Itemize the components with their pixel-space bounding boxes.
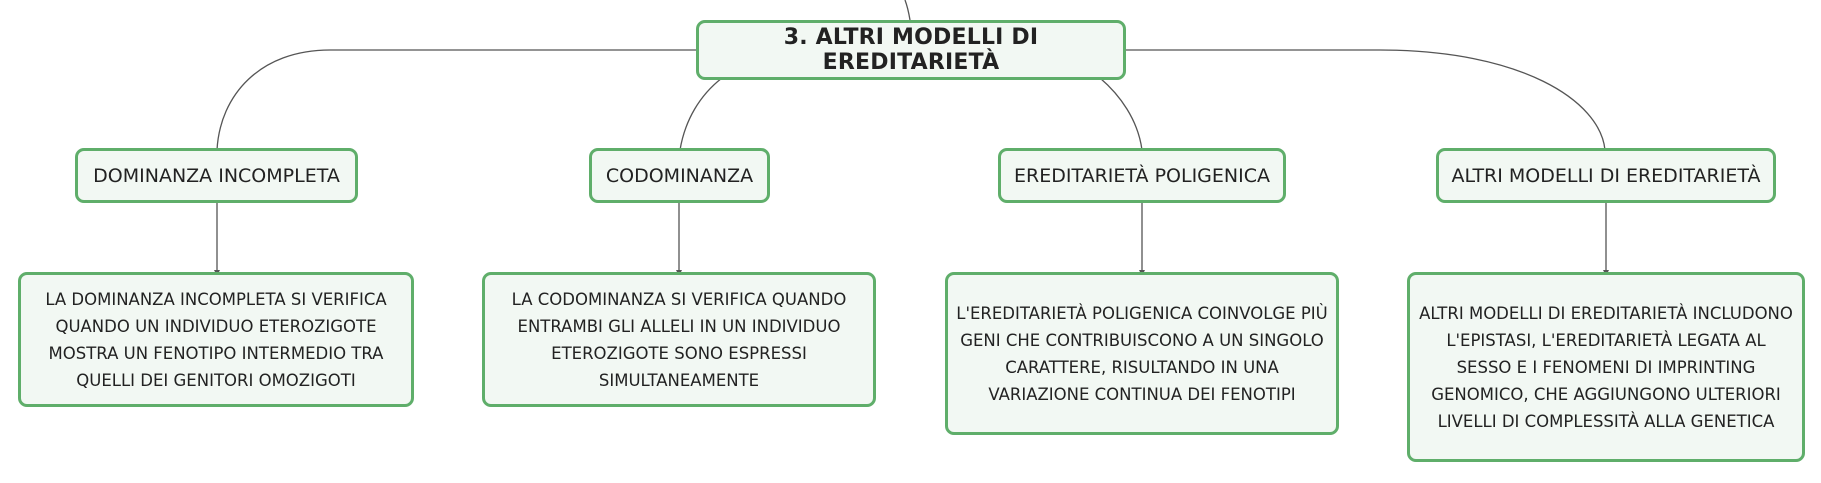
root-node[interactable]: 3. ALTRI MODELLI DI EREDITARIETÀ (696, 20, 1126, 80)
description-text: LA CODOMINANZA SI VERIFICA QUANDO ENTRAM… (511, 289, 847, 390)
branch-label: DOMINANZA INCOMPLETA (93, 164, 340, 187)
description-node-codominanza[interactable]: LA CODOMINANZA SI VERIFICA QUANDO ENTRAM… (482, 272, 876, 407)
connector-root-branch-2 (679, 77, 723, 151)
description-text: L'EREDITARIETÀ POLIGENICA COINVOLGE PIÙ … (956, 303, 1328, 404)
branch-label: EREDITARIETÀ POLIGENICA (1014, 164, 1270, 187)
branch-node-codominanza[interactable]: CODOMINANZA (589, 148, 770, 203)
connector-root-branch-1 (216, 49, 696, 151)
branch-node-altri-modelli[interactable]: ALTRI MODELLI DI EREDITARIETÀ (1436, 148, 1776, 203)
description-node-altri-modelli[interactable]: ALTRI MODELLI DI EREDITARIETÀ INCLUDONO … (1407, 272, 1805, 462)
branch-label: CODOMINANZA (605, 164, 754, 187)
branch-node-dominanza-incompleta[interactable]: DOMINANZA INCOMPLETA (75, 148, 358, 203)
connector-root-branch-4 (1126, 49, 1606, 151)
root-label: 3. ALTRI MODELLI DI EREDITARIETÀ (783, 25, 1039, 75)
connector-root-branch-3 (1099, 77, 1143, 151)
description-node-ereditarieta-poligenica[interactable]: L'EREDITARIETÀ POLIGENICA COINVOLGE PIÙ … (945, 272, 1339, 435)
description-text: LA DOMINANZA INCOMPLETA SI VERIFICA QUAN… (45, 289, 387, 390)
connector-parent (904, 0, 911, 21)
branch-label: ALTRI MODELLI DI EREDITARIETÀ (1451, 164, 1761, 187)
description-text: ALTRI MODELLI DI EREDITARIETÀ INCLUDONO … (1419, 303, 1793, 431)
description-node-dominanza-incompleta[interactable]: LA DOMINANZA INCOMPLETA SI VERIFICA QUAN… (18, 272, 414, 407)
branch-node-ereditarieta-poligenica[interactable]: EREDITARIETÀ POLIGENICA (998, 148, 1286, 203)
